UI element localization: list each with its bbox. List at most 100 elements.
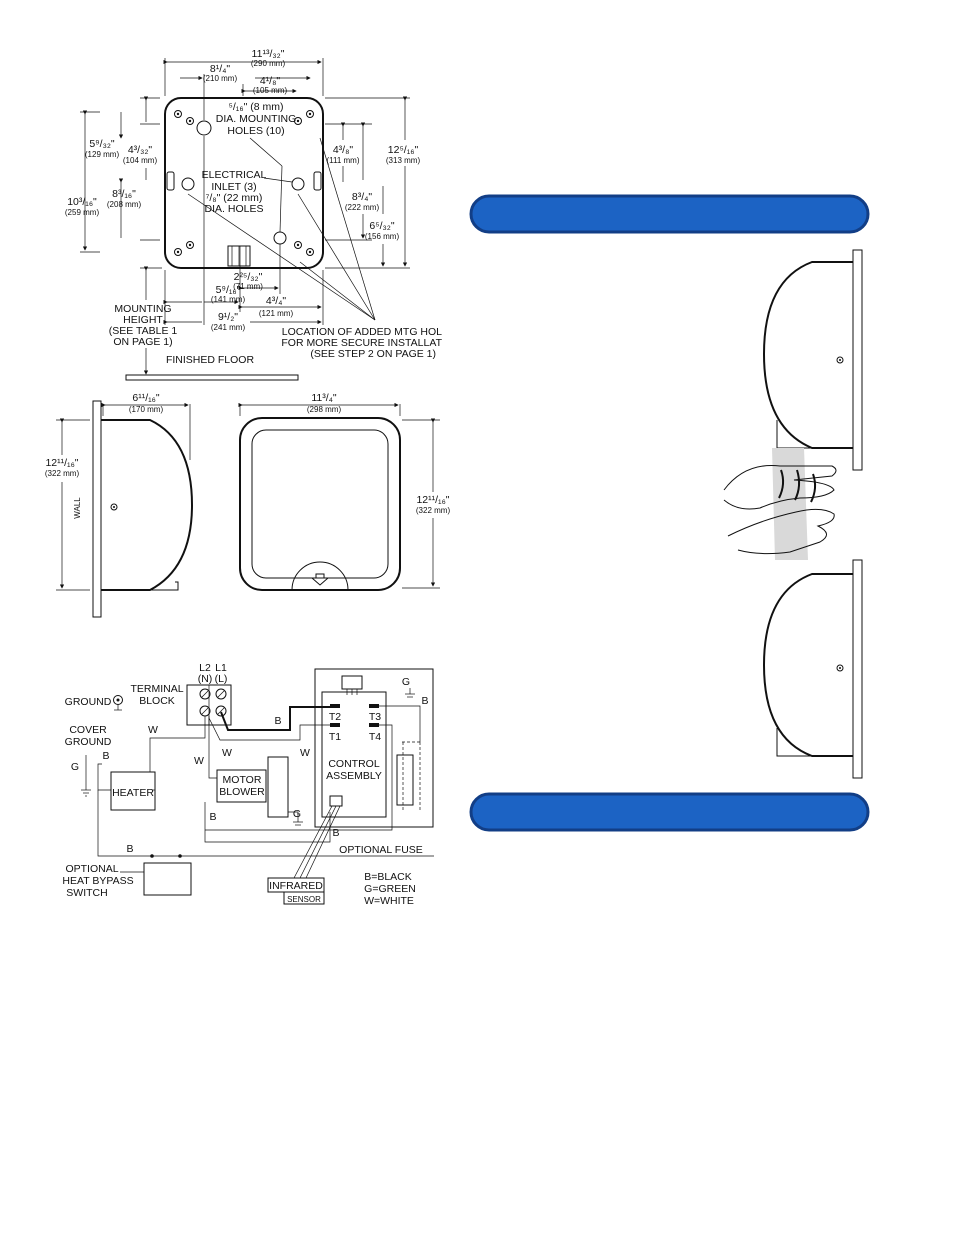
motor-wire-g: G [293, 808, 301, 820]
dim-9-1-2: 9¹/₂" [218, 311, 238, 323]
dim-10-3-16-mm: (259 mm) [65, 208, 100, 217]
legend-green: G=GREEN [364, 883, 416, 895]
front-outline [239, 417, 401, 591]
infrared-label: INFRARED [269, 880, 323, 892]
dryer-side-illustration-top [762, 249, 863, 471]
inlet-label-2: INLET (3) [211, 181, 256, 193]
mount-holes-label-1: ⁵/₁₆" (8 mm) [229, 101, 284, 113]
sensor-label: SENSOR [287, 895, 321, 904]
wall-plate [92, 400, 102, 618]
optional-fuse [396, 754, 414, 806]
line-wire-b: B [274, 715, 281, 727]
cover-ground-label-1: COVER [69, 724, 107, 736]
side-profile [101, 419, 194, 591]
control-wire-g: G [402, 676, 410, 688]
mounting-height-3: (SEE TABLE 1 [109, 325, 178, 337]
wiring-diagram: L2 L1 (N) (L) TERMINAL BLOCK GROUND COVE… [62, 662, 434, 907]
dim-9-1-2-mm: (241 mm) [211, 323, 246, 332]
dim-8-3-16: 8³/₁₆" [112, 188, 136, 200]
heater-wire-b: B [102, 750, 109, 762]
section-banner-top [469, 194, 870, 234]
finished-floor-line [125, 374, 299, 381]
control-relay [341, 675, 363, 690]
wall-label: WALL [73, 497, 82, 519]
front-dim-height-mm: (322 mm) [416, 506, 451, 515]
motor-wire-b: B [209, 811, 216, 823]
side-view-diagram: WALL 6¹¹/₁₆" (170 mm) 12¹¹/₁₆" (322 mm) [45, 392, 194, 618]
l1-label: L1 [215, 662, 227, 674]
dim-12-5-16-mm: (313 mm) [386, 156, 421, 165]
left-tab [166, 171, 175, 191]
neutral-wire-w: W [222, 747, 232, 759]
heater-label: HEATER [112, 787, 154, 799]
bypass-label-3: SWITCH [66, 887, 107, 899]
legend-white: W=WHITE [364, 895, 414, 907]
t1-wire-w: W [300, 747, 310, 759]
inlet-label-1: ELECTRICAL [202, 169, 267, 181]
mounting-plan-diagram: 11¹³/₃₂" (290 mm) 8¹/₄" (210 mm) 4¹/₈" (… [65, 48, 443, 381]
front-inner-panel [251, 429, 389, 579]
inlet-label-4: DIA. HOLES [205, 203, 264, 215]
finished-floor-label: FINISHED FLOOR [166, 354, 255, 366]
front-view-diagram: 11³/₄" (298 mm) 12¹¹/₁₆" (322 mm) [238, 392, 451, 591]
dim-overall-width-mm: (290 mm) [251, 59, 286, 68]
dim-5-9-16: 5⁹/₁₆" [216, 284, 241, 296]
t3-label: T3 [369, 711, 381, 723]
right-tab [313, 171, 322, 191]
sensor-connector [329, 795, 343, 807]
t1-label: T1 [329, 731, 341, 743]
down-arrow-icon [310, 573, 330, 586]
terminal-block-label-2: BLOCK [139, 695, 175, 707]
control-enclosure [314, 668, 434, 828]
dim-8-3-4: 8³/₄" [352, 191, 373, 203]
cover-ground-label-2: GROUND [65, 736, 112, 748]
inlet-label-3: ⁷/₈" (22 mm) [206, 192, 263, 204]
mounting-height-2: HEIGHT [123, 314, 163, 326]
dim-5-9-32: 5⁹/₃₂" [89, 138, 115, 150]
t2-label: T2 [329, 711, 341, 723]
dim-4-3-8: 4³/₈" [333, 144, 354, 156]
side-dim-depth: 6¹¹/₁₆" [132, 392, 160, 404]
ground-wire-g: G [71, 761, 79, 773]
heat-bypass-switch [143, 862, 192, 896]
dim-4-3-32-mm: (104 mm) [123, 156, 158, 165]
terminal-block-label-1: TERMINAL [130, 683, 183, 695]
section-banner-bottom [469, 792, 870, 832]
dim-6-5-32: 6⁵/₃₂" [369, 220, 394, 232]
sensor-tab [283, 891, 325, 905]
legend-black: B=BLACK [364, 871, 412, 883]
dim-8-1-4-mm: (210 mm) [203, 74, 238, 83]
mounting-height-1: MOUNTING [114, 303, 171, 315]
back-plate-outline [164, 97, 324, 269]
front-dim-width-mm: (298 mm) [307, 405, 342, 414]
mounting-holes [174, 110, 314, 256]
l-label: (L) [215, 673, 228, 685]
control-label-2: ASSEMBLY [326, 770, 382, 782]
motor-wire-w: W [194, 755, 204, 767]
added-holes-label-1: LOCATION OF ADDED MTG HOL [282, 326, 442, 338]
side-dim-height-mm: (322 mm) [45, 469, 80, 478]
control-label-1: CONTROL [328, 758, 379, 770]
side-dim-depth-mm: (170 mm) [129, 405, 164, 414]
side-dim-height: 12¹¹/₁₆" [45, 457, 78, 469]
dim-8-3-16-mm: (208 mm) [107, 200, 142, 209]
control-wire-b: B [421, 695, 428, 707]
dim-2-25-32: 2²⁵/₃₂" [234, 271, 263, 283]
dim-5-9-32-mm: (129 mm) [85, 150, 120, 159]
dim-8-1-4: 8¹/₄" [210, 63, 231, 75]
bypass-wire-b: B [126, 843, 133, 855]
dim-8-3-4-mm: (222 mm) [345, 203, 380, 212]
hands-under-dryer-icon [723, 448, 837, 560]
heater-box [110, 771, 156, 811]
mount-holes-label-2: DIA. MOUNTING [216, 113, 297, 125]
ground-icon [113, 695, 123, 705]
ground-label: GROUND [65, 696, 112, 708]
front-dim-height: 12¹¹/₁₆" [416, 494, 449, 506]
mounting-height-4: ON PAGE 1) [113, 336, 172, 348]
optional-fuse-label: OPTIONAL FUSE [339, 844, 423, 856]
t4-label: T4 [369, 731, 381, 743]
motor-blower-box [216, 769, 267, 803]
heater-wire-w: W [148, 724, 158, 736]
dim-12-5-16: 12⁵/₁₆" [388, 144, 419, 156]
motor-label-1: MOTOR [223, 774, 262, 786]
